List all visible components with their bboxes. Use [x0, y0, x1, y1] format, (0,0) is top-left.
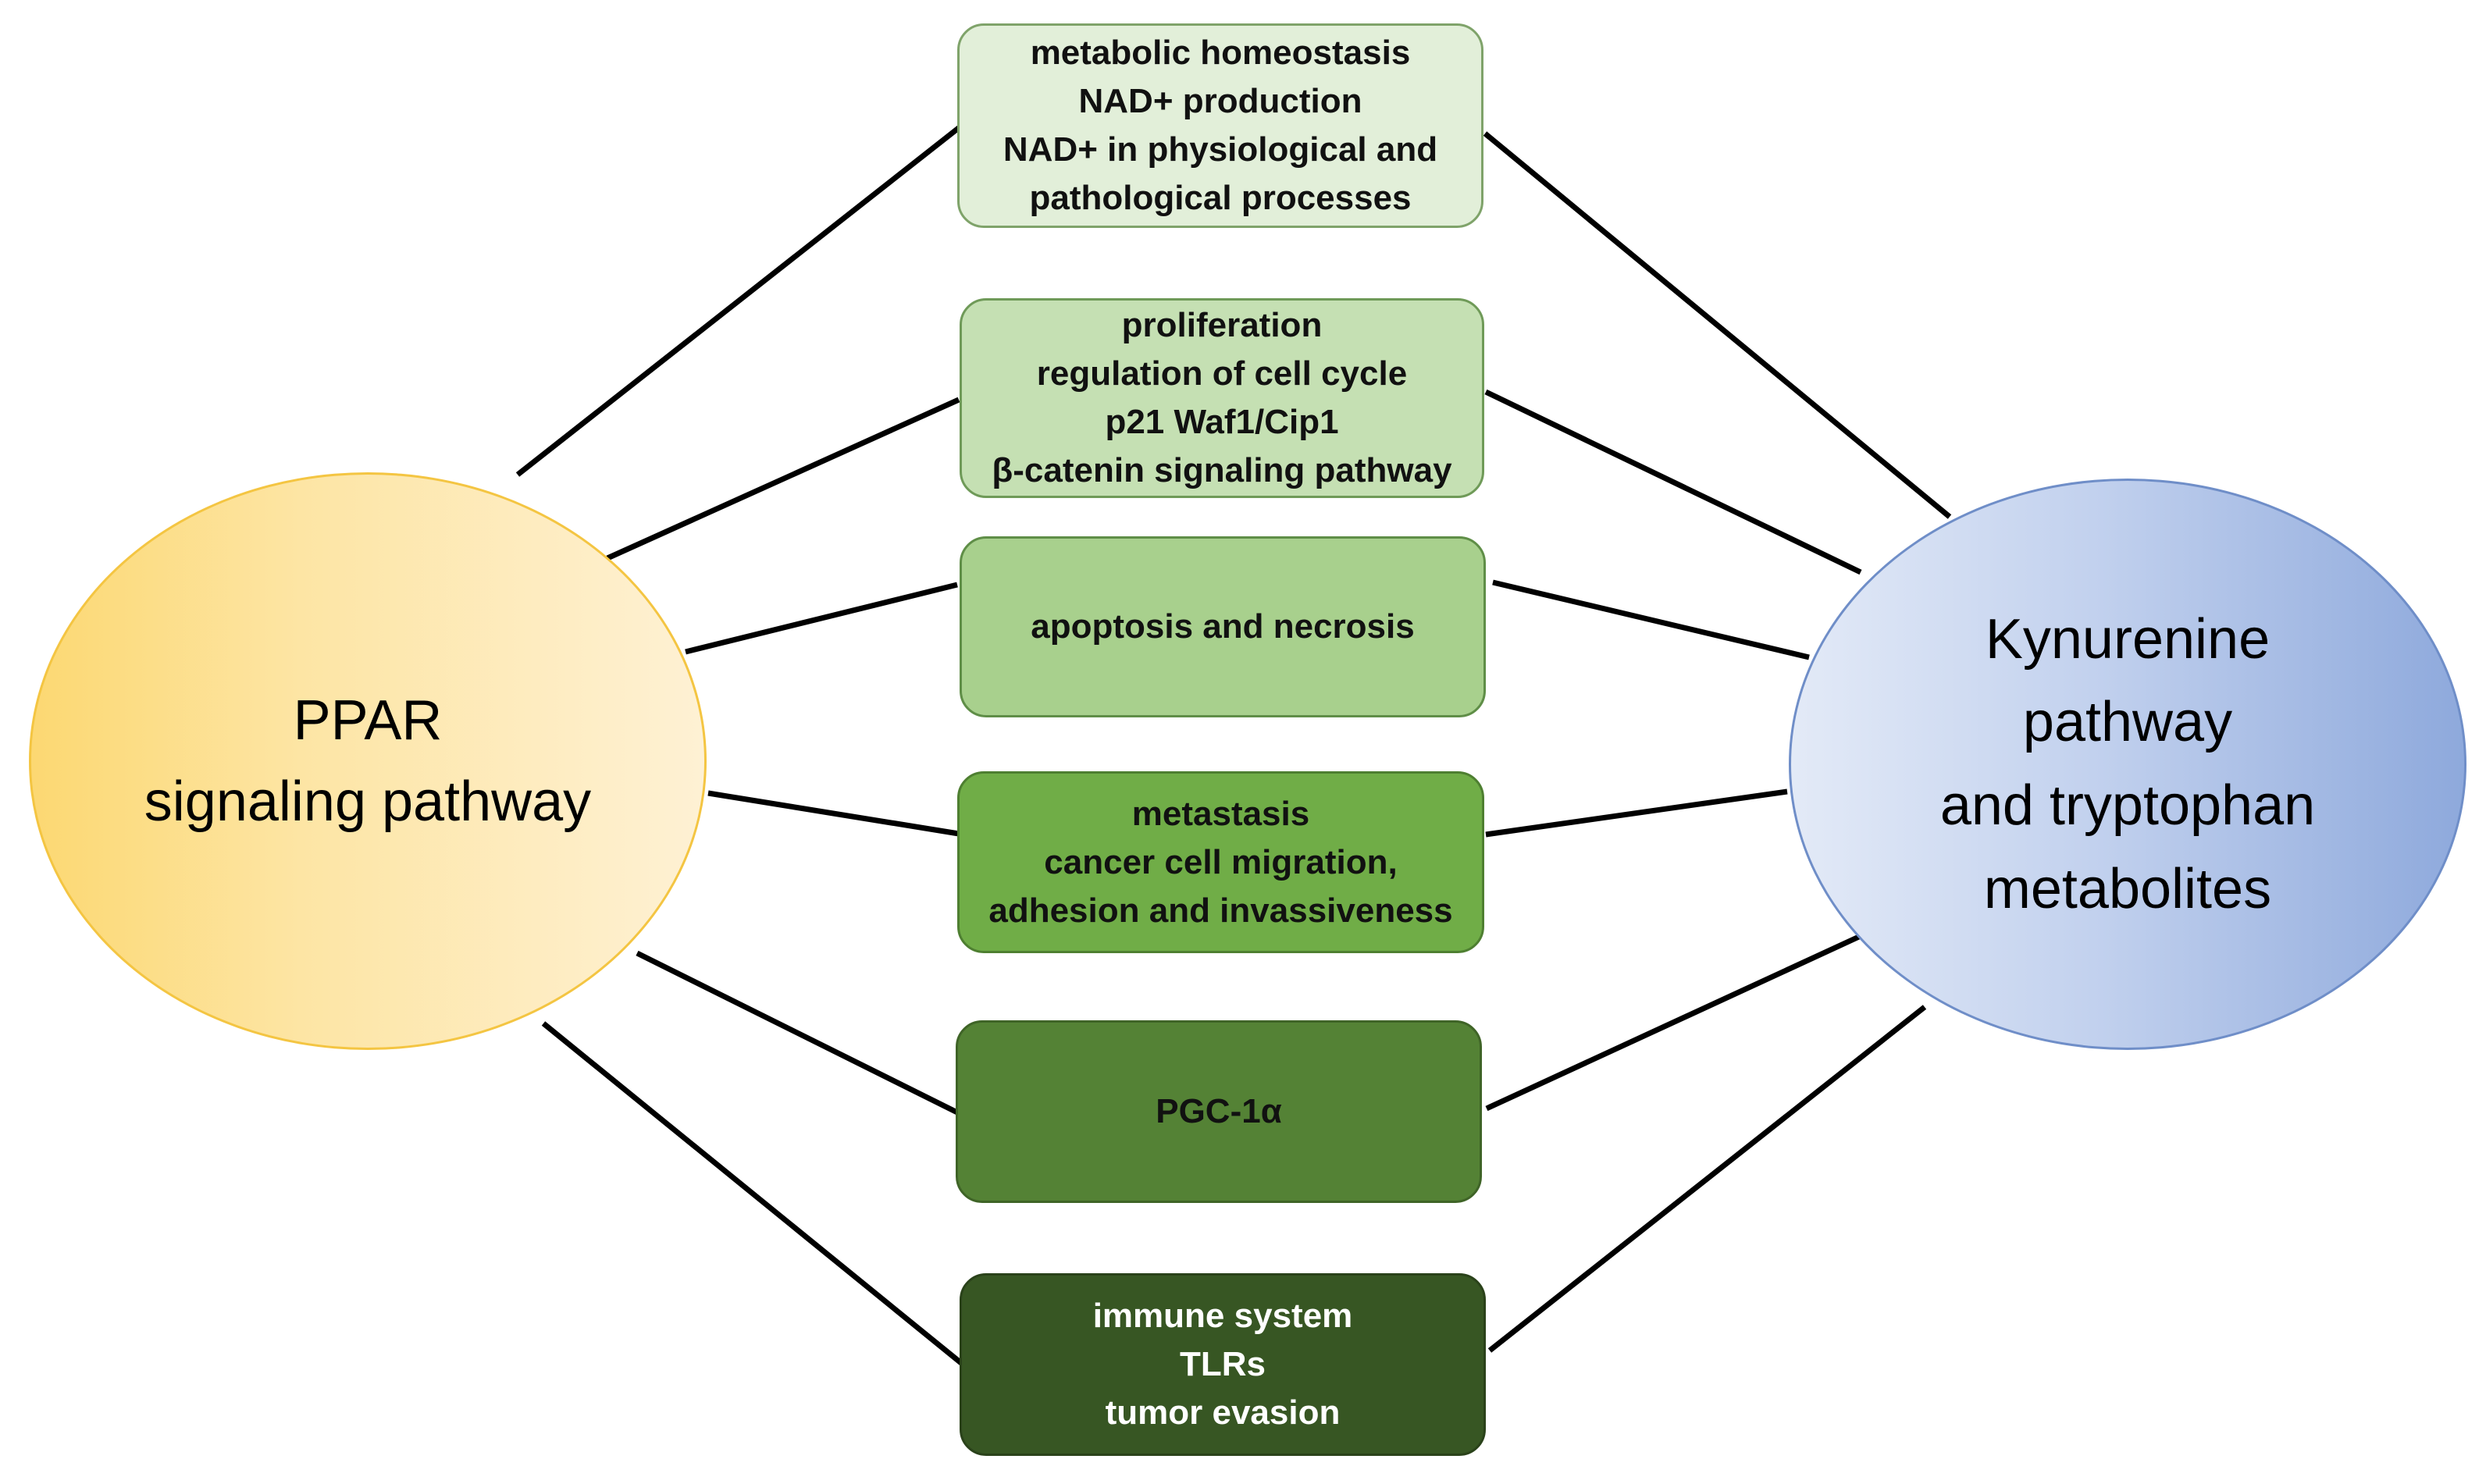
- kynurenine-node: Kynurenine pathway and tryptophan metabo…: [1789, 479, 2466, 1050]
- connector-immune-kyn: [1487, 1005, 1927, 1353]
- box-label: PGC-1α: [1156, 1092, 1282, 1130]
- box-metabolic-homeostasis: metabolic homeostasis NAD+ production NA…: [957, 23, 1483, 228]
- box-label: metastasis cancer cell migration, adhesi…: [988, 794, 1453, 930]
- connector-ppar-proliferation: [606, 397, 960, 561]
- connector-apoptosis-kyn: [1492, 579, 1810, 660]
- ppar-node: PPAR signaling pathway: [29, 472, 707, 1050]
- kynurenine-node-label: Kynurenine pathway and tryptophan metabo…: [1939, 607, 2316, 920]
- connector-metastasis-kyn: [1485, 788, 1788, 838]
- connector-metabolic-kyn: [1483, 131, 1952, 519]
- connector-proliferation-kyn: [1484, 389, 1862, 575]
- connector-ppar-pgc: [636, 950, 959, 1116]
- connector-ppar-metabolic: [515, 122, 966, 477]
- box-label: metabolic homeostasis NAD+ production NA…: [1003, 34, 1438, 217]
- box-label: apoptosis and necrosis: [1031, 607, 1415, 646]
- box-label: immune system TLRs tumor evasion: [1092, 1297, 1353, 1432]
- box-metastasis: metastasis cancer cell migration, adhesi…: [957, 771, 1484, 953]
- box-proliferation: proliferation regulation of cell cycle p…: [960, 298, 1484, 498]
- box-immune-system: immune system TLRs tumor evasion: [960, 1273, 1486, 1456]
- box-apoptosis: apoptosis and necrosis: [960, 536, 1486, 717]
- box-pgc-1alpha: PGC-1α: [956, 1020, 1482, 1203]
- connector-pgc-kyn: [1485, 933, 1862, 1112]
- connector-ppar-metastasis: [707, 790, 960, 837]
- connector-ppar-immune: [541, 1021, 963, 1365]
- ppar-node-label: PPAR signaling pathway: [144, 689, 592, 833]
- box-label: proliferation regulation of cell cycle p…: [992, 306, 1452, 489]
- connector-ppar-apoptosis: [685, 582, 958, 655]
